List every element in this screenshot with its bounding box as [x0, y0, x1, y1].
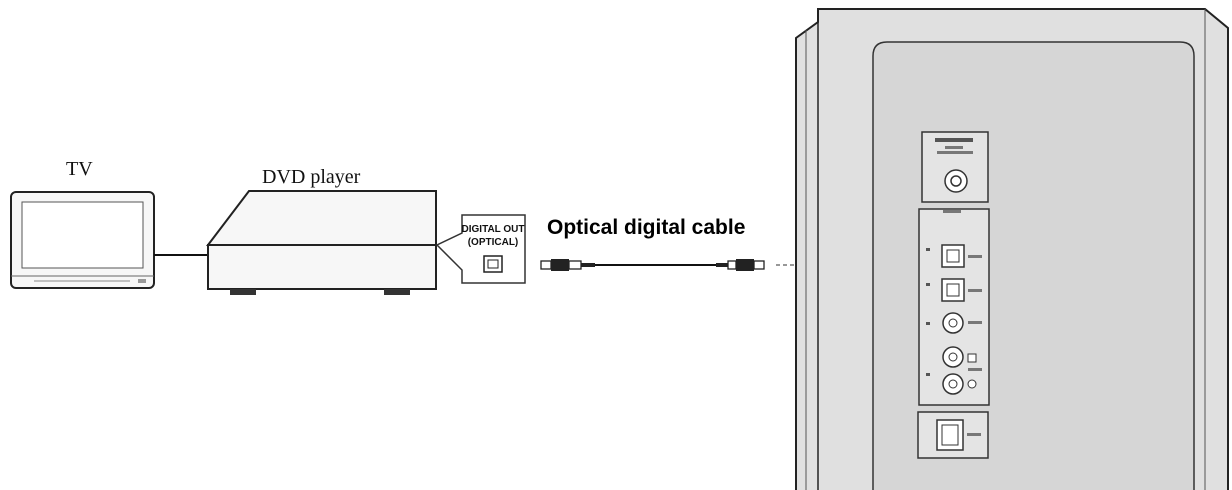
port-label-line1: DIGITAL OUT: [462, 224, 525, 235]
antenna-section: [921, 131, 989, 203]
tv-label: TV: [66, 158, 93, 180]
digital-out-port-callout: DIGITAL OUT (OPTICAL): [435, 214, 526, 284]
input-section: [918, 208, 990, 406]
dvd-player-label: DVD player: [262, 166, 361, 188]
cable-label: Optical digital cable: [547, 216, 746, 239]
tv-icon: [10, 191, 155, 289]
main-unit-rear-panel: [795, 8, 1229, 490]
port-label-line2: (OPTICAL): [468, 237, 519, 248]
dvd-player-icon: [205, 190, 437, 295]
